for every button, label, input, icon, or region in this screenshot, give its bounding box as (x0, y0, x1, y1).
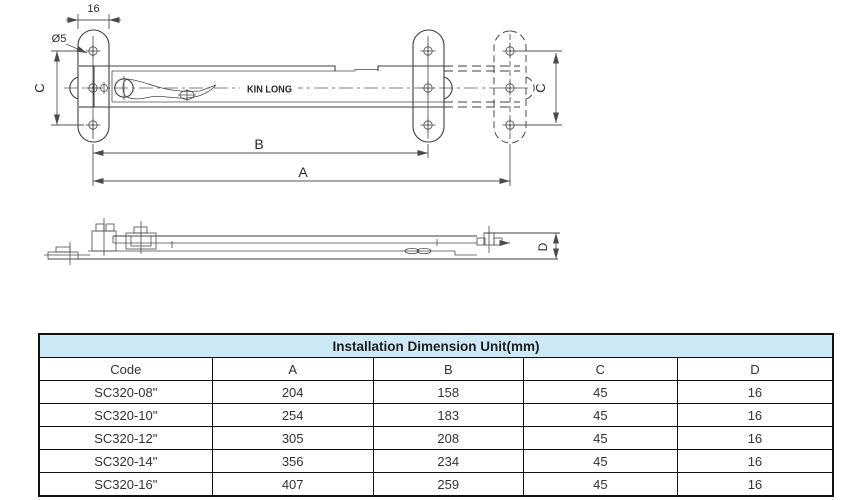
dimension-16: 16 (66, 3, 121, 29)
dimension-c-right: C (513, 50, 562, 126)
svg-text:Ø5: Ø5 (52, 33, 67, 45)
dimension-a: A (93, 144, 511, 186)
value-cell: 16 (676, 426, 834, 450)
value-cell: 254 (211, 403, 374, 427)
value-cell: 45 (522, 472, 678, 497)
side-profile (48, 235, 558, 260)
value-cell: 45 (522, 426, 678, 450)
extended-position-lines (444, 65, 520, 108)
dimension-b: B (92, 136, 429, 186)
value-cell: 158 (372, 380, 524, 404)
svg-text:A: A (298, 164, 308, 180)
value-cell: 407 (211, 472, 374, 497)
svg-text:B: B (254, 136, 263, 152)
mounting-plate-phantom (493, 30, 535, 144)
value-cell: 45 (522, 449, 678, 473)
value-cell: 356 (211, 449, 374, 473)
value-cell: 208 (372, 426, 524, 450)
dimension-c-left: C (32, 50, 84, 126)
code-cell: SC320-08" (38, 380, 213, 404)
svg-text:C: C (533, 83, 548, 92)
value-cell: 16 (676, 403, 834, 427)
side-view: D (44, 218, 560, 265)
table-title: Installation Dimension Unit(mm) (38, 333, 834, 358)
code-cell: SC320-10" (38, 403, 213, 427)
dimension-d: D (536, 233, 559, 259)
table-title-row: Installation Dimension Unit(mm) (38, 333, 834, 358)
clamp-block-right (476, 226, 560, 253)
column-header-code: Code (38, 357, 213, 381)
column-header-b: B (372, 357, 524, 381)
value-cell: 259 (372, 472, 524, 497)
column-header-c: C (522, 357, 678, 381)
svg-text:C: C (32, 83, 47, 92)
technical-drawing: KIN LONG (32, 3, 562, 265)
value-cell: 204 (211, 380, 374, 404)
svg-text:16: 16 (87, 3, 99, 15)
plan-view: KIN LONG (32, 3, 562, 186)
value-cell: 16 (676, 472, 834, 497)
column-header-a: A (211, 357, 374, 381)
value-cell: 16 (676, 380, 834, 404)
end-bracket-left (44, 218, 157, 265)
value-cell: 183 (372, 403, 524, 427)
arm-mechanism (114, 76, 217, 101)
column-header-d: D (676, 357, 834, 381)
mounting-plate-middle (412, 29, 453, 143)
value-cell: 45 (522, 380, 678, 404)
value-cell: 305 (211, 426, 374, 450)
svg-text:D: D (536, 242, 550, 251)
value-cell: 234 (372, 449, 524, 473)
code-cell: SC320-14" (38, 449, 213, 473)
stay-bar (79, 65, 444, 108)
mounting-plate-left (69, 29, 110, 143)
code-cell: SC320-16" (38, 472, 213, 497)
value-cell: 45 (522, 403, 678, 427)
brand-text: KIN LONG (247, 84, 292, 96)
dimension-diameter: Ø5 (52, 33, 88, 54)
brand-text-mask (240, 81, 298, 95)
code-cell: SC320-12" (38, 426, 213, 450)
value-cell: 16 (676, 449, 834, 473)
